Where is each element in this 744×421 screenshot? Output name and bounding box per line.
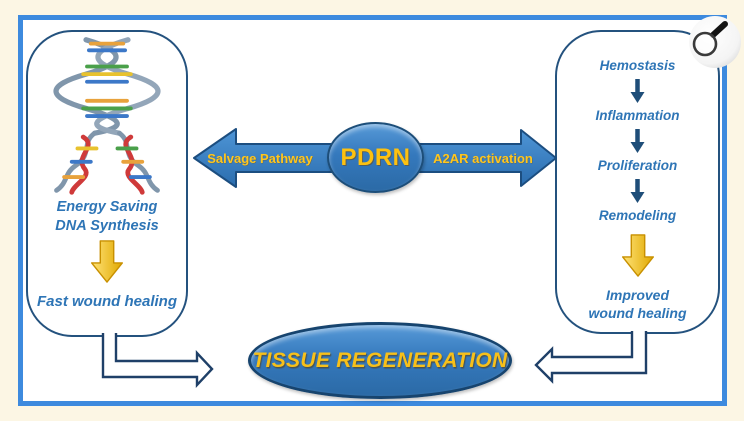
pdrn-node: PDRN xyxy=(327,122,424,193)
salvage-pathway-label: Salvage Pathway xyxy=(207,151,313,166)
stage-remodeling: Remodeling xyxy=(598,208,677,223)
gold-down-arrow-icon xyxy=(90,240,124,283)
energy-saving-panel: Energy Saving DNA Synthesis Fast wound h… xyxy=(26,30,188,337)
pdrn-label: PDRN xyxy=(340,143,411,171)
right-result-label: Improved wound healing xyxy=(589,286,687,322)
caption-line-1: Energy Saving xyxy=(56,199,158,215)
magnifier-icon[interactable] xyxy=(688,15,743,70)
left-panel-caption: Energy Saving DNA Synthesis xyxy=(55,198,158,236)
down-arrow-icon xyxy=(630,79,645,103)
tissue-regeneration-label: TISSUE REGENERATION xyxy=(252,348,508,372)
stage-inflammation: Inflammation xyxy=(595,108,680,123)
dna-helix-icon xyxy=(53,37,161,195)
gold-down-arrow-icon xyxy=(621,234,654,277)
down-arrow-icon xyxy=(630,129,645,153)
down-arrow-icon xyxy=(630,179,645,203)
a2ar-activation-label: A2AR activation xyxy=(433,151,533,166)
caption-line-2: DNA Synthesis xyxy=(55,218,159,234)
left-result-label: Fast wound healing xyxy=(36,293,177,310)
tissue-regeneration-node: TISSUE REGENERATION xyxy=(248,322,512,399)
stage-hemostasis: Hemostasis xyxy=(599,58,676,73)
wound-healing-panel: Hemostasis Inflammation Proliferation Re… xyxy=(555,30,720,334)
result-line-2: wound healing xyxy=(588,305,687,321)
stage-proliferation: Proliferation xyxy=(597,158,678,173)
result-line-1: Improved xyxy=(605,287,669,303)
